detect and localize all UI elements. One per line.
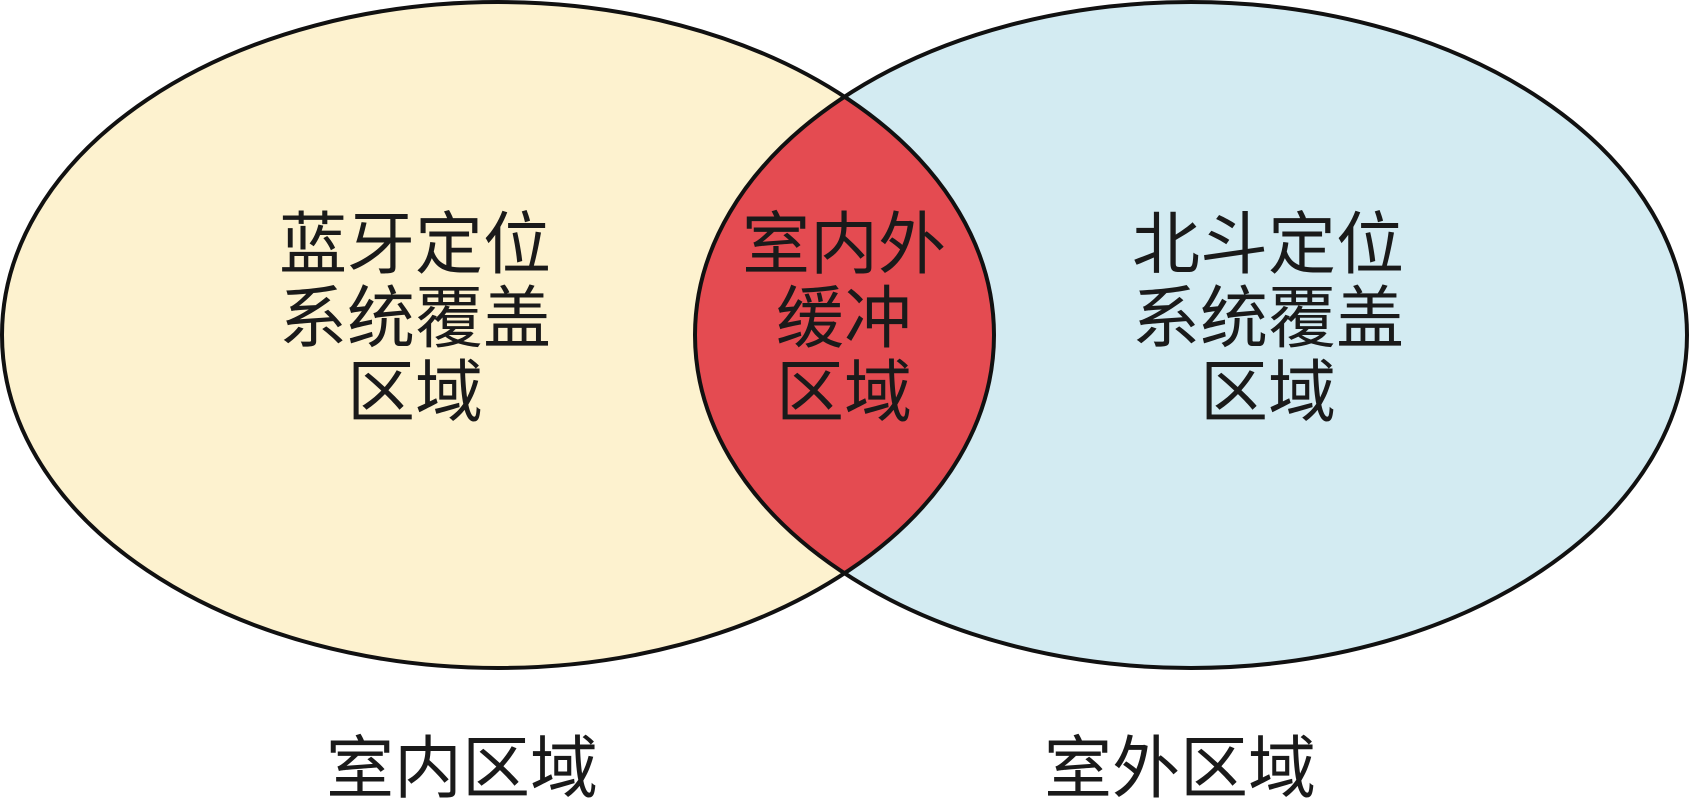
indoor-area-caption: 室内区域	[326, 730, 598, 800]
right-region-label-line-1: 北斗定位	[1132, 206, 1404, 285]
beidou-ellipse-outline	[693, 0, 1689, 670]
left-region-label-line-3: 区域	[347, 354, 483, 433]
bluetooth-coverage-ellipse	[2, 2, 994, 668]
left-region-label-line-1: 蓝牙定位	[279, 206, 551, 285]
left-region-label-line-2: 系统覆盖	[279, 280, 551, 359]
overlap-region-label-line-3: 区域	[776, 354, 912, 433]
outdoor-area-caption: 室外区域	[1044, 730, 1316, 800]
bluetooth-ellipse-outline	[0, 0, 996, 670]
beidou-coverage-ellipse	[695, 2, 1687, 668]
overlap-region-label-line-2: 缓冲	[776, 280, 912, 359]
right-region-label-line-3: 区域	[1200, 354, 1336, 433]
right-region-label-line-2: 系统覆盖	[1132, 280, 1404, 359]
overlap-region-label-line-1: 室内外	[742, 206, 946, 285]
